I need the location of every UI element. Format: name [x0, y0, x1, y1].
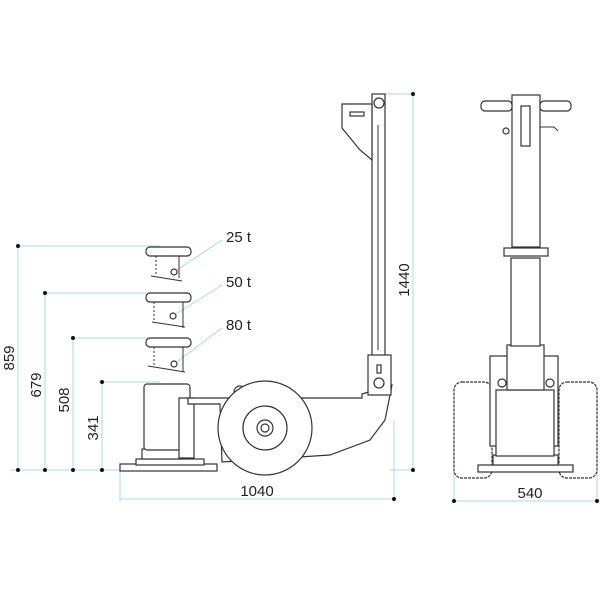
side-view — [119, 93, 393, 476]
dim-label-540: 540 — [517, 485, 542, 502]
dim-label-341: 341 — [85, 415, 102, 440]
dim-label-679: 679 — [28, 372, 45, 397]
dim-label-1440: 1440 — [396, 263, 413, 296]
front-view — [453, 94, 598, 479]
dim-label-859: 859 — [1, 345, 18, 370]
saddle-25t — [145, 246, 192, 282]
dimension-lines — [10, 92, 599, 503]
saddle-50t — [145, 292, 192, 328]
capacity-label-80t: 80 t — [226, 317, 252, 334]
dim-label-1040: 1040 — [240, 483, 273, 500]
saddle-80t — [145, 337, 192, 373]
dim-label-508: 508 — [56, 387, 73, 412]
capacity-label-25t: 25 t — [226, 229, 252, 246]
capacity-label-50t: 50 t — [226, 274, 252, 291]
